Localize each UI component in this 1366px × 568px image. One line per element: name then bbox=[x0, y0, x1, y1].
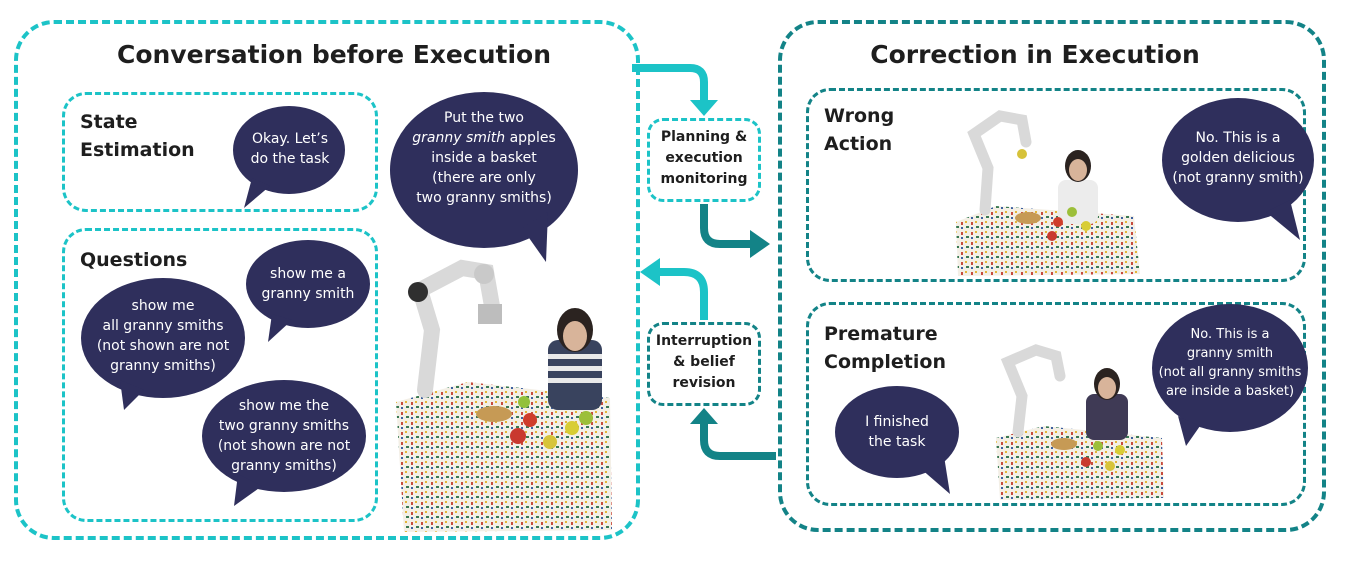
bubble-finished-text: I finished the task bbox=[840, 412, 954, 452]
two-line4: granny smiths) bbox=[231, 458, 337, 474]
planning-label: Planning & execution monitoring bbox=[647, 127, 761, 190]
arrow-to-correction bbox=[700, 204, 770, 258]
planning-line3: monitoring bbox=[660, 171, 748, 187]
two-line2: two granny smiths bbox=[218, 418, 350, 434]
interruption-line3: revision bbox=[672, 375, 736, 391]
bubble-show-single bbox=[246, 240, 370, 342]
questions-title: Questions bbox=[80, 249, 188, 271]
instruction-line2-rest: apples bbox=[505, 130, 556, 146]
bubble-okay-text: Okay. Let’s do the task bbox=[235, 129, 345, 169]
single-line1: show me a bbox=[270, 266, 346, 282]
premature-completion-photo bbox=[996, 344, 1164, 500]
wrong-action-photo bbox=[956, 110, 1140, 276]
arrow-to-planning bbox=[632, 64, 718, 116]
premature-title-line1: Premature bbox=[824, 323, 938, 345]
instruction-line4: (there are only bbox=[432, 170, 536, 186]
single-line2: granny smith bbox=[261, 286, 355, 302]
all-line2: all granny smiths bbox=[102, 318, 224, 334]
instruction-italic: granny smith bbox=[412, 130, 506, 146]
premature-line1: No. This is a bbox=[1190, 327, 1270, 342]
planning-line2: execution bbox=[665, 150, 743, 166]
left-panel-title: Conversation before Execution bbox=[116, 40, 551, 69]
all-line3: (not shown are not bbox=[96, 338, 230, 354]
premature-completion-box bbox=[806, 302, 1306, 506]
instruction-line3: inside a basket bbox=[431, 150, 537, 166]
state-title-line1: State bbox=[80, 111, 138, 133]
bubble-show-all-text: show me all granny smiths (not shown are… bbox=[86, 296, 240, 376]
questions-box bbox=[62, 228, 378, 522]
state-estimation-title: State Estimation bbox=[80, 108, 195, 164]
all-line4: granny smiths) bbox=[110, 358, 216, 374]
state-title-line2: Estimation bbox=[80, 139, 195, 161]
two-line1: show me the bbox=[238, 398, 330, 414]
right-panel bbox=[778, 20, 1326, 532]
bubble-show-single-text: show me a granny smith bbox=[250, 264, 366, 304]
bubble-show-all bbox=[81, 278, 245, 410]
left-scene-photo bbox=[396, 259, 612, 532]
planning-box bbox=[647, 118, 761, 202]
wrong-title-line1: Wrong bbox=[824, 105, 895, 127]
wrong-title-line2: Action bbox=[824, 133, 893, 155]
interruption-line1: Interruption bbox=[655, 333, 753, 349]
premature-line2: granny smith bbox=[1186, 346, 1274, 361]
instruction-line2: granny smith apples bbox=[394, 128, 574, 148]
bubble-instruction-text: Put the two granny smith apples inside a… bbox=[394, 108, 574, 208]
two-line3: (not shown are not bbox=[217, 438, 351, 454]
okay-line1: Okay. Let’s bbox=[251, 131, 329, 147]
interruption-line2: & belief bbox=[673, 354, 735, 370]
premature-line3: (not all granny smiths bbox=[1158, 365, 1302, 380]
bubble-show-two-text: show me the two granny smiths (not shown… bbox=[206, 396, 362, 476]
instruction-line5: two granny smiths) bbox=[416, 190, 552, 206]
finished-line2: the task bbox=[868, 434, 926, 450]
bubble-finished bbox=[835, 386, 959, 494]
bubble-wrong-correction bbox=[1162, 98, 1314, 240]
planning-line1: Planning & bbox=[660, 129, 748, 145]
bubble-wrong-correction-text: No. This is a golden delicious (not gran… bbox=[1164, 128, 1312, 188]
bubble-okay bbox=[233, 106, 345, 208]
wrong-line1: No. This is a bbox=[1195, 130, 1281, 146]
state-estimation-box bbox=[62, 92, 378, 212]
okay-line2: do the task bbox=[250, 151, 330, 167]
premature-line4: are inside a basket) bbox=[1165, 384, 1295, 399]
interruption-box bbox=[647, 322, 761, 406]
premature-title-line2: Completion bbox=[824, 351, 946, 373]
left-panel bbox=[14, 20, 640, 540]
instruction-line1: Put the two bbox=[444, 110, 524, 126]
wrong-line3: (not granny smith) bbox=[1172, 170, 1304, 186]
arrow-to-interruption bbox=[690, 408, 776, 460]
arrow-back-to-conversation bbox=[640, 258, 708, 320]
wrong-action-title: Wrong Action bbox=[824, 102, 894, 158]
premature-completion-title: Premature Completion bbox=[824, 320, 946, 376]
bubble-premature-correction bbox=[1152, 304, 1308, 446]
bubble-show-two bbox=[202, 380, 366, 506]
finished-line1: I finished bbox=[865, 414, 929, 430]
right-panel-title: Correction in Execution bbox=[870, 40, 1200, 69]
wrong-line2: golden delicious bbox=[1181, 150, 1295, 166]
bubble-instruction bbox=[390, 92, 578, 262]
interruption-label: Interruption & belief revision bbox=[647, 331, 761, 394]
bubble-premature-correction-text: No. This is a granny smith (not all gran… bbox=[1156, 325, 1304, 401]
all-line1: show me bbox=[131, 298, 195, 314]
